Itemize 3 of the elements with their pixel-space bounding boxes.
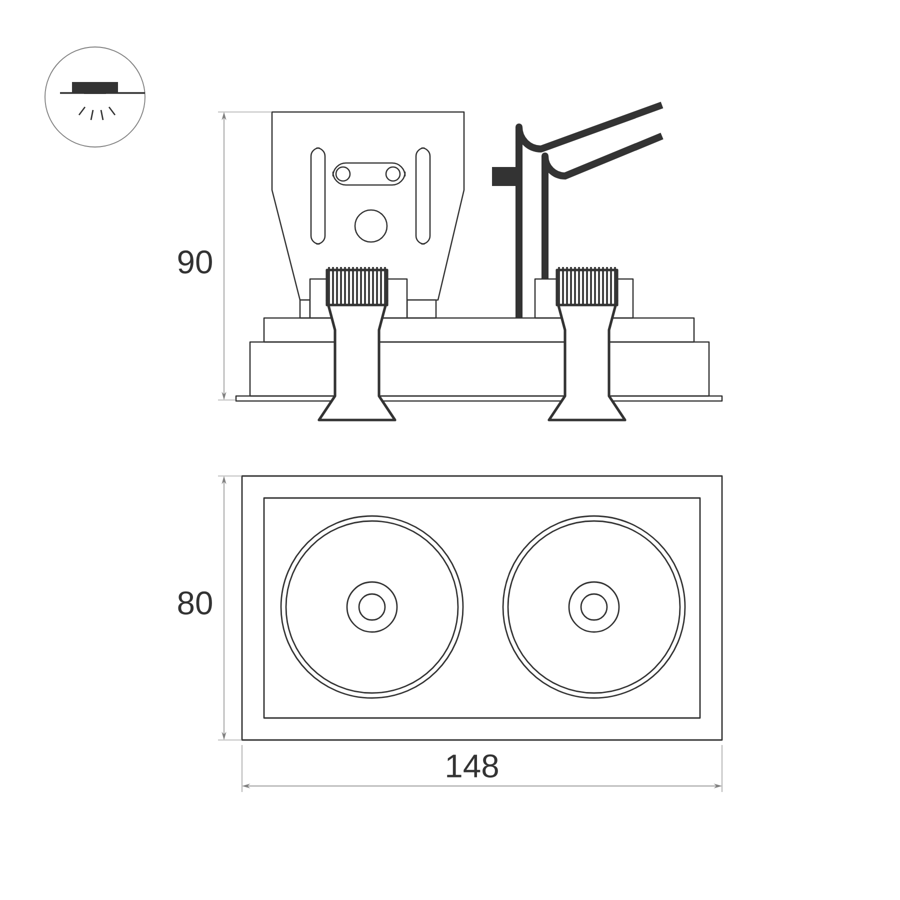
dimension-label: 80: [178, 591, 212, 615]
dimension-label: 148: [447, 754, 498, 778]
dimension-label: 90: [178, 250, 212, 274]
